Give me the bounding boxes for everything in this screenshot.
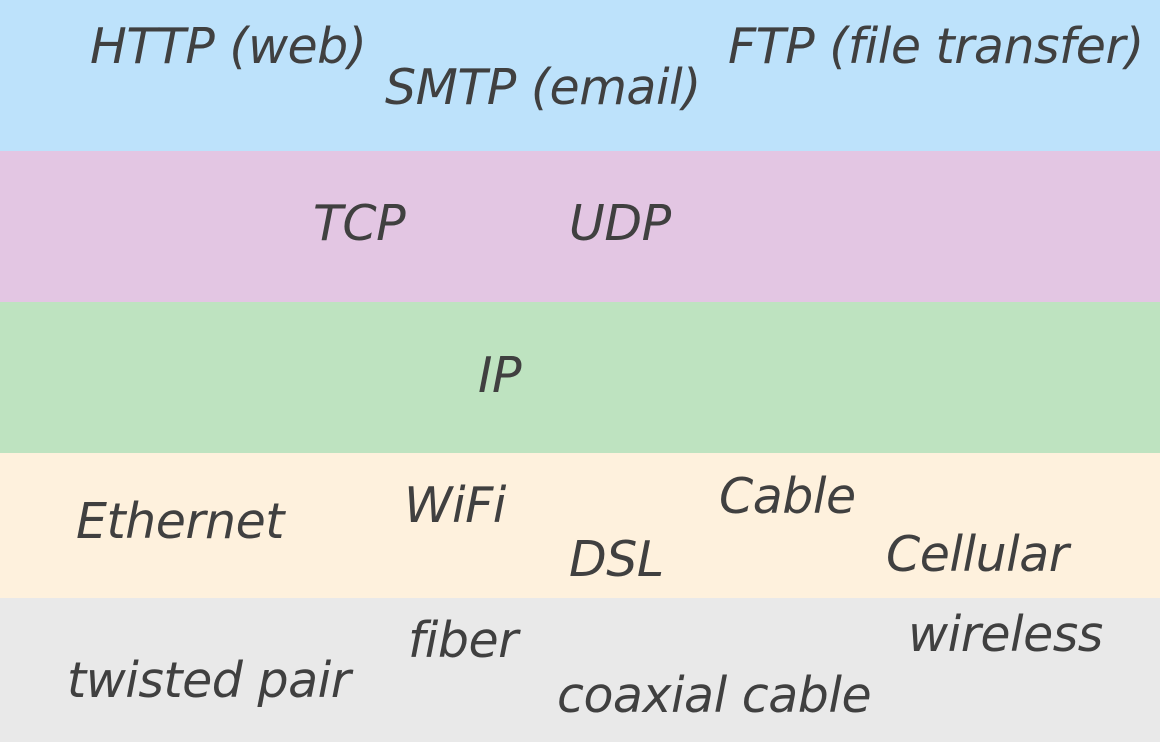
protocol-label-ip: IP bbox=[478, 347, 522, 404]
protocol-label-udp: UDP bbox=[569, 195, 671, 252]
physical-layer-band: twisted pair fiber coaxial cable wireles… bbox=[0, 598, 1160, 742]
medium-label-twisted-pair: twisted pair bbox=[67, 652, 351, 709]
protocol-label-cellular: Cellular bbox=[886, 526, 1069, 583]
protocol-label-http: HTTP (web) bbox=[90, 18, 367, 75]
link-layer-band: Ethernet WiFi DSL Cable Cellular bbox=[0, 453, 1160, 598]
protocol-label-ftp: FTP (file transfer) bbox=[728, 18, 1144, 75]
network-layer-band: IP bbox=[0, 302, 1160, 453]
protocol-label-dsl: DSL bbox=[569, 531, 664, 588]
medium-label-coaxial-cable: coaxial cable bbox=[557, 667, 872, 724]
protocol-label-ethernet: Ethernet bbox=[76, 493, 284, 550]
medium-label-fiber: fiber bbox=[408, 612, 518, 669]
protocol-label-tcp: TCP bbox=[313, 195, 406, 252]
protocol-label-smtp: SMTP (email) bbox=[385, 59, 701, 116]
transport-layer-band: TCP UDP bbox=[0, 151, 1160, 302]
medium-label-wireless: wireless bbox=[908, 606, 1103, 663]
protocol-label-cable: Cable bbox=[719, 468, 856, 525]
protocol-label-wifi: WiFi bbox=[404, 477, 506, 534]
application-layer-band: HTTP (web) SMTP (email) FTP (file transf… bbox=[0, 0, 1160, 151]
